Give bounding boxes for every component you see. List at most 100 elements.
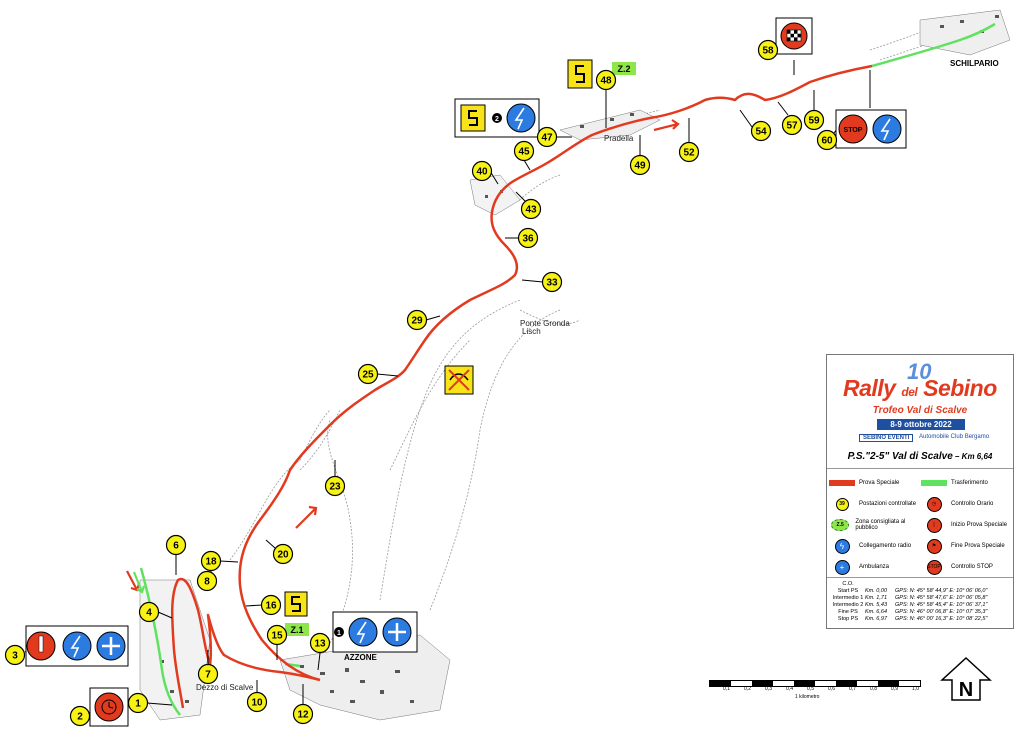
north-arrow-icon: N <box>940 656 992 701</box>
control-post-number: 2 <box>77 712 83 723</box>
logo-del: del <box>901 385 918 399</box>
scale-tick: 0,1 <box>723 686 730 692</box>
callout-box-2 <box>89 687 129 727</box>
callout-number-two: 2 <box>495 116 499 123</box>
callout-number-one: 1 <box>337 630 341 637</box>
control-post-number: 58 <box>762 46 774 57</box>
control-post-number: 7 <box>205 670 211 681</box>
logo-organizer: SEBINO EVENTI <box>859 434 914 442</box>
stage-name: P.S."2-5" Val di Scalve <box>847 451 953 462</box>
scale-bar-segments <box>709 680 921 687</box>
logo-automobile-club: Automobile Club Bergamo <box>919 434 990 440</box>
control-post-60: 60 <box>816 129 838 151</box>
control-post-number: 59 <box>808 116 820 127</box>
control-post-number: 47 <box>541 133 553 144</box>
control-post-59: 59 <box>803 109 825 131</box>
gps-row: Fine PS Km. 6,64 GPS: N: 46° 00' 06,8" E: … <box>831 609 1011 616</box>
control-post-number: 4 <box>146 608 152 619</box>
scale-tick: 0,8 <box>870 686 877 692</box>
radio-icon: ϟ <box>834 538 850 554</box>
gps-cell-label: Intermedio 1 <box>832 595 864 601</box>
control-post-29: 29 <box>406 309 428 331</box>
legend-panel: 10 Rally del Sebino Trofeo Val di Scalve… <box>826 354 1014 629</box>
gps-cell-gps <box>895 581 1011 588</box>
control-post-number: 3 <box>12 651 18 662</box>
stage-start-icon: | <box>926 517 942 533</box>
gps-cell-gps: GPS: N: 45° 58' 45,4" E: 10° 06' 37,1" <box>895 602 988 608</box>
control-post-number: 29 <box>411 316 423 327</box>
control-post-number: 15 <box>271 631 283 642</box>
scale-unit: 1 kilometro <box>795 694 820 700</box>
ambulance-icon: + <box>834 559 850 575</box>
place-label-dezzo: Dezzo di Scalve <box>196 683 254 692</box>
legend-symbol: ◷ <box>921 496 947 512</box>
gps-cell-label: Stop PS <box>837 616 859 622</box>
control-post-number: 1 <box>135 699 141 710</box>
gps-cell-label: Start PS <box>837 588 859 594</box>
control-post-number: 52 <box>683 148 695 159</box>
control-post-number: 12 <box>297 710 309 721</box>
scale-tick: 0,7 <box>849 686 856 692</box>
scale-tick: 0,5 <box>807 686 814 692</box>
gps-cell-km <box>865 581 895 588</box>
legend-symbol: + <box>829 559 855 575</box>
hairpin-sign-16 <box>284 591 308 617</box>
legend-item: ⚑Fine Prova Speciale <box>921 536 1011 556</box>
control-post-3: 3 <box>4 644 26 666</box>
legend-divider <box>827 468 1013 469</box>
control-post-8: 8 <box>196 570 218 592</box>
control-post-number: 6 <box>173 541 179 552</box>
hairpin-sign-48 <box>567 59 593 89</box>
control-post-25: 25 <box>357 363 379 385</box>
callout-box-3 <box>25 625 129 667</box>
direction-arrows <box>126 119 680 592</box>
control-post-10: 10 <box>246 691 268 713</box>
zone-badge <box>612 62 636 75</box>
transfer-swatch <box>921 480 947 486</box>
legend-symbol <box>921 480 947 486</box>
logo-ten: 10 <box>907 359 932 384</box>
control-post-57: 57 <box>781 114 803 136</box>
gps-cell-gps: GPS: N: 45° 58' 47,6" E: 10° 06' 05,8" <box>895 595 988 601</box>
logo-sebino: Sebino <box>923 375 997 401</box>
gps-cell-km: Km. 0,00 <box>865 588 888 594</box>
control-post-43: 43 <box>520 198 542 220</box>
place-label-azzone: AZZONE <box>344 653 378 662</box>
control-post-number: 10 <box>251 698 263 709</box>
legend-symbol: | <box>921 517 947 533</box>
gps-cell-gps: GPS: N: 46° 00' 06,8" E: 10° 07' 35,3" <box>895 609 988 615</box>
control-post-47: 47 <box>536 126 558 148</box>
legend-label: Prova Speciale <box>859 480 900 486</box>
legend-symbol <box>829 480 855 486</box>
control-post-2: 2 <box>69 705 91 727</box>
callout-box-47: 2 <box>454 98 540 138</box>
gps-cell-km: Km. 6,64 <box>865 609 888 615</box>
spectator-zones: Z.1Z.2 <box>285 62 636 636</box>
control-post-number: 45 <box>518 147 530 158</box>
control-post-49: 49 <box>629 154 651 176</box>
legend-label: Controllo STOP <box>951 564 993 570</box>
legend-symbol: STOP <box>921 559 947 575</box>
control-post-33: 33 <box>541 271 563 293</box>
control-post-16: 16 <box>260 594 282 616</box>
legend-label: Zona consigliata al pubblico <box>855 519 906 531</box>
special-stage-swatch <box>829 480 855 486</box>
control-post-number: 43 <box>525 205 537 216</box>
place-label-lisch: Lisch <box>522 327 541 336</box>
gps-cell-label: Fine PS <box>838 609 858 615</box>
gps-cell-km: Km. 1,71 <box>865 595 888 601</box>
control-post-number: 13 <box>314 639 326 650</box>
legend-item: ◷Controllo Orario <box>921 494 1011 514</box>
control-post-icon: 39 <box>835 497 849 511</box>
time-control-icon: ◷ <box>926 496 942 512</box>
control-post-number: 8 <box>204 577 210 588</box>
control-post-number: 20 <box>277 550 289 561</box>
zone-label: Z.1 <box>290 625 303 635</box>
control-post-number: 25 <box>362 370 374 381</box>
rally-logo: 10 Rally del Sebino Trofeo Val di Scalve… <box>827 355 1013 455</box>
control-post-number: 40 <box>476 167 488 178</box>
stage-title: P.S."2-5" Val di Scalve – Km 6,64 <box>827 451 1013 462</box>
control-post-number: 33 <box>546 278 558 289</box>
